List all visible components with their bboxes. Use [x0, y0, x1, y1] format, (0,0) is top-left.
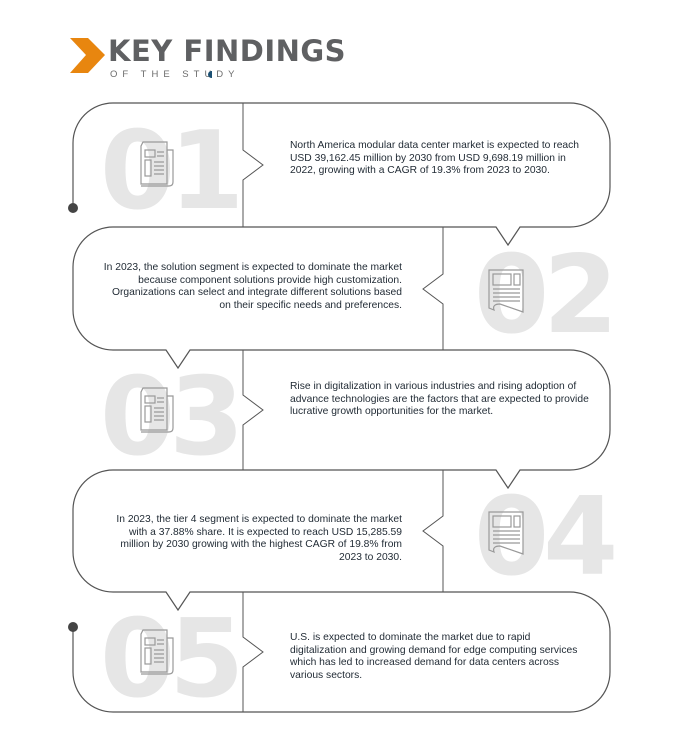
finding-text-4: In 2023, the tier 4 segment is expected …	[116, 514, 402, 563]
header-chevron-icon	[70, 38, 105, 73]
finding-number-5: 05	[100, 597, 244, 722]
finding-text-3: Rise in digitalization in various indust…	[290, 381, 589, 418]
finding-number-1: 01	[100, 109, 244, 234]
finding-text-2: In 2023, the solution segment is expecte…	[103, 262, 402, 311]
finding-number-3: 03	[100, 355, 244, 480]
page-title: KEY FINDINGS	[108, 34, 347, 68]
finding-text-1: North America modular data center market…	[290, 140, 580, 177]
finding-text-5: U.S. is expected to dominate the market …	[290, 632, 578, 681]
finding-number-2: 02	[474, 233, 618, 358]
newspaper-icon	[488, 511, 524, 555]
page-subtitle: OF THE STUDY	[110, 69, 240, 80]
subtitle-dot	[208, 71, 212, 78]
newspaper-icon	[140, 629, 174, 675]
finding-number-4: 04	[474, 475, 618, 600]
newspaper-icon	[488, 269, 524, 313]
newspaper-icon	[140, 141, 174, 187]
newspaper-icon	[140, 387, 174, 433]
timeline-dot-start	[68, 203, 78, 213]
timeline-dot-end	[68, 622, 78, 632]
